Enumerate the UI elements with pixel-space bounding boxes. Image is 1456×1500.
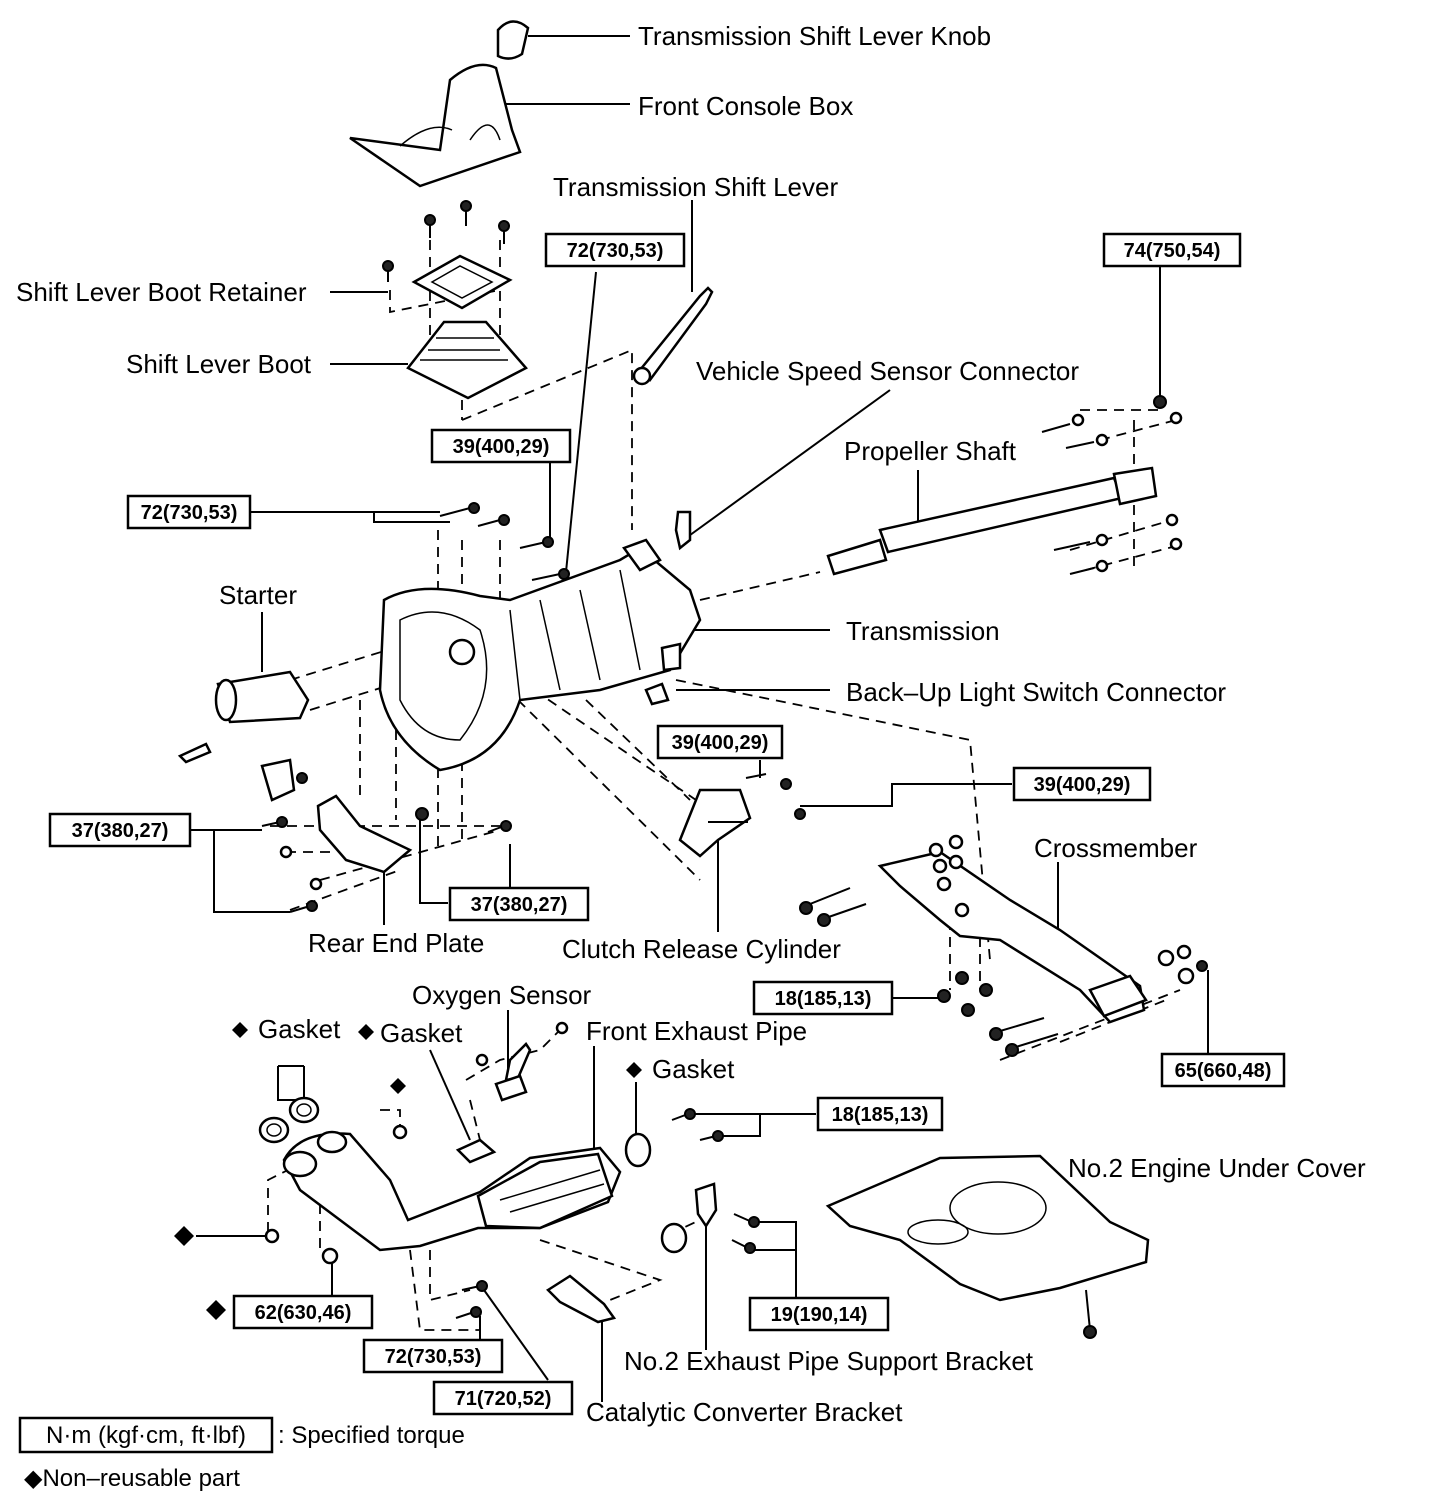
- label-catalytic-bracket: Catalytic Converter Bracket: [586, 1397, 903, 1427]
- torque-box: [748, 1296, 890, 1332]
- torque-value: 39(400,29): [1034, 774, 1131, 796]
- torque-value: 62(630,46): [255, 1302, 352, 1324]
- legend-nonreusable: ◆Non–reusable part: [24, 1465, 240, 1492]
- rear-end-plate-part: [316, 794, 413, 874]
- label-boot-retainer: Shift Lever Boot Retainer: [16, 277, 307, 307]
- torque-value: 37(380,27): [471, 894, 568, 916]
- shift-lever-part: [632, 286, 714, 386]
- label-gasket-1: Gasket: [258, 1014, 341, 1044]
- propeller-bolts: [1041, 395, 1183, 575]
- under-cover-part: [825, 1154, 1150, 1339]
- rear-plate-bolts: [261, 807, 512, 913]
- label-gasket-2: Gasket: [380, 1018, 463, 1048]
- support-bracket-part: [660, 1182, 760, 1254]
- torque-box: [448, 886, 590, 922]
- torque-box: [430, 428, 572, 464]
- label-clutch-cylinder: Clutch Release Cylinder: [562, 934, 841, 964]
- legend-unit: N·m (kgf·cm, ft·lbf): [46, 1422, 246, 1449]
- torque-box: [1102, 232, 1242, 268]
- crossmember-bolts: [799, 834, 1208, 1057]
- torque-box: [544, 232, 686, 268]
- label-under-cover: No.2 Engine Under Cover: [1068, 1153, 1366, 1183]
- oxygen-sensor-part: [475, 1021, 569, 1102]
- torque-specs: 72(730,53) 74(750,54) 39(400,29) 72(730,…: [48, 232, 1286, 1416]
- label-starter: Starter: [219, 580, 297, 610]
- torque-value: 18(185,13): [832, 1104, 929, 1126]
- exhaust-bolts: [455, 1108, 724, 1319]
- label-front-exhaust-pipe: Front Exhaust Pipe: [586, 1016, 807, 1046]
- torque-value: 18(185,13): [775, 988, 872, 1010]
- label-support-bracket: No.2 Exhaust Pipe Support Bracket: [624, 1346, 1034, 1376]
- torque-box: [232, 1294, 374, 1330]
- torque-box: [1012, 766, 1152, 802]
- label-speed-sensor: Vehicle Speed Sensor Connector: [696, 356, 1079, 386]
- torque-value: 37(380,27): [72, 820, 169, 842]
- boot-retainer-part: [411, 254, 513, 310]
- torque-value: 71(720,52): [455, 1388, 552, 1410]
- console-box-part: [349, 63, 522, 188]
- boot-screws: [382, 200, 510, 282]
- starter-part: [177, 670, 310, 802]
- label-transmission: Transmission: [846, 616, 1000, 646]
- torque-box: [752, 980, 894, 1016]
- transmission-part: [378, 538, 702, 772]
- torque-value: 39(400,29): [453, 436, 550, 458]
- torque-value: 72(730,53): [567, 240, 664, 262]
- torque-box: [362, 1338, 504, 1374]
- torque-value: 74(750,54): [1124, 240, 1221, 262]
- label-front-console: Front Console Box: [638, 91, 853, 121]
- speed-sensor-connector-part: [674, 510, 692, 551]
- shift-boot-part: [406, 320, 528, 400]
- transmission-bolts: [439, 502, 570, 581]
- backup-connector-part: [644, 642, 682, 706]
- gasket-parts: [258, 1096, 497, 1265]
- label-propeller-shaft: Propeller Shaft: [844, 436, 1017, 466]
- label-shift-knob: Transmission Shift Lever Knob: [638, 21, 991, 51]
- label-crossmember: Crossmember: [1034, 833, 1198, 863]
- clutch-release-cylinder-part: [678, 773, 806, 858]
- shift-knob-part: [496, 20, 530, 60]
- torque-value: 72(730,53): [141, 502, 238, 524]
- torque-box: [48, 812, 192, 848]
- torque-box: [126, 494, 252, 530]
- torque-box: [816, 1096, 944, 1132]
- torque-value: 39(400,29): [672, 732, 769, 754]
- propeller-shaft-part: [826, 466, 1158, 576]
- torque-box: [656, 724, 784, 760]
- label-shift-lever: Transmission Shift Lever: [553, 172, 838, 202]
- torque-box: [432, 1380, 574, 1416]
- label-rear-end-plate: Rear End Plate: [308, 928, 484, 958]
- torque-box: [1160, 1052, 1286, 1088]
- label-gasket-3: Gasket: [652, 1054, 735, 1084]
- label-oxygen-sensor: Oxygen Sensor: [412, 980, 592, 1010]
- catalytic-bracket-part: [546, 1274, 617, 1324]
- legend: N·m (kgf·cm, ft·lbf) : Specified torque …: [18, 1416, 465, 1492]
- part-labels: Transmission Shift Lever Knob Front Cons…: [16, 21, 1366, 1427]
- legend-unit-description: : Specified torque: [278, 1422, 465, 1449]
- front-exhaust-pipe-part: [282, 1130, 652, 1252]
- non-reusable-markers: [174, 1022, 642, 1320]
- legend-unit-box: [18, 1416, 274, 1454]
- crossmember-part: [877, 850, 1148, 1024]
- torque-value: 65(660,48): [1175, 1060, 1272, 1082]
- label-shift-boot: Shift Lever Boot: [126, 349, 312, 379]
- label-backup-connector: Back–Up Light Switch Connector: [846, 677, 1226, 707]
- torque-value: 72(730,53): [385, 1346, 482, 1368]
- torque-value: 19(190,14): [771, 1304, 868, 1326]
